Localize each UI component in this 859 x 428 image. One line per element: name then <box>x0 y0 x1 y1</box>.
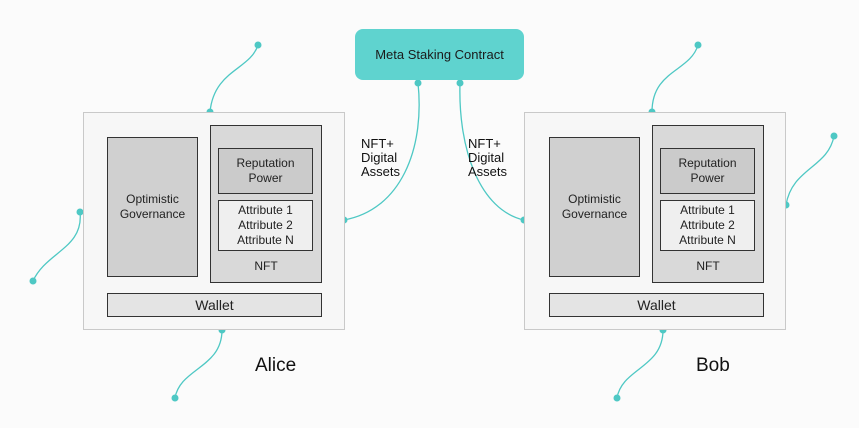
flow-label-line: Assets <box>468 164 508 179</box>
flow-label-line: NFT+ <box>361 136 394 151</box>
connector-node <box>694 41 702 49</box>
connector-node <box>171 394 179 402</box>
flow-label-line: Digital <box>361 150 398 165</box>
nft-label: NFT <box>696 259 720 273</box>
optimistic-governance-box: Optimistic Governance <box>107 137 198 277</box>
connector-node <box>613 394 621 402</box>
reputation-power-box: Reputation Power <box>660 148 755 194</box>
connector-node <box>414 79 422 87</box>
connector-node <box>456 79 464 87</box>
governance-line: Governance <box>561 207 628 221</box>
user-name-alice: Alice <box>255 355 297 376</box>
flow-label-left: NFT+ Digital Assets <box>361 137 400 179</box>
attribute-item: Attribute 2 <box>238 218 293 232</box>
wallet-label: Wallet <box>195 297 234 313</box>
attribute-item: Attribute N <box>237 233 294 247</box>
contract-label: Meta Staking Contract <box>375 47 504 62</box>
flow-label-line: Assets <box>361 164 401 179</box>
attribute-item: Attribute 1 <box>238 203 293 217</box>
governance-line: Governance <box>119 207 186 221</box>
nft-label: NFT <box>254 259 278 273</box>
wallet-label: Wallet <box>637 297 676 313</box>
governance-line: Optimistic <box>126 192 179 206</box>
wallet-box: Wallet <box>107 293 322 317</box>
governance-line: Optimistic <box>568 192 621 206</box>
connector-contract-alice <box>343 82 420 221</box>
connector-alice-bottom <box>174 329 223 399</box>
attribute-item: Attribute 1 <box>680 203 735 217</box>
connector-node <box>29 277 37 285</box>
flow-label-line: Digital <box>468 150 505 165</box>
connector-bob-top <box>651 44 699 113</box>
connector-node <box>76 208 84 216</box>
attributes-box: Attribute 1 Attribute 2 Attribute N <box>218 200 313 251</box>
attribute-item: Attribute N <box>679 233 736 247</box>
user-name-bob: Bob <box>696 355 730 376</box>
flow-label-line: NFT+ <box>468 136 501 151</box>
reputation-line: Reputation <box>236 156 295 170</box>
optimistic-governance-box: Optimistic Governance <box>549 137 640 277</box>
reputation-power-box: Reputation Power <box>218 148 313 194</box>
reputation-line: Power <box>690 171 725 185</box>
connector-contract-bob <box>459 82 525 221</box>
attribute-item: Attribute 2 <box>680 218 735 232</box>
reputation-line: Reputation <box>678 156 737 170</box>
flow-label-right: NFT+ Digital Assets <box>468 137 507 179</box>
attributes-box: Attribute 1 Attribute 2 Attribute N <box>660 200 755 251</box>
connector-alice-left <box>32 211 81 282</box>
reputation-line: Power <box>248 171 283 185</box>
connector-bob-bottom <box>616 329 664 399</box>
connector-alice-top <box>209 44 259 113</box>
connector-node <box>254 41 262 49</box>
connector-node <box>830 132 838 140</box>
wallet-box: Wallet <box>549 293 764 317</box>
connector-bob-right <box>785 135 835 206</box>
meta-staking-contract[interactable]: Meta Staking Contract <box>355 29 524 80</box>
